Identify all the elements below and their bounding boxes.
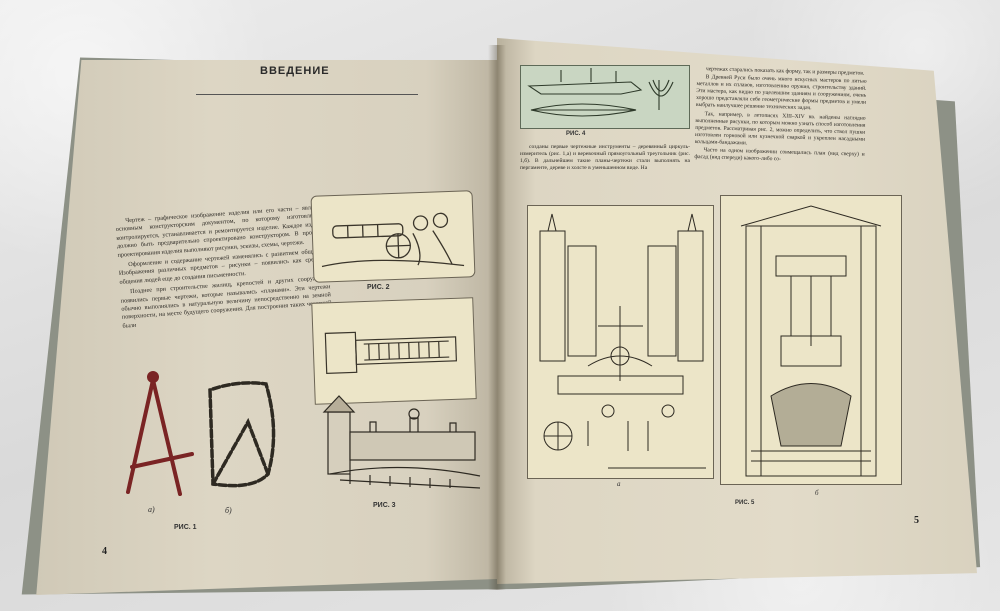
figure-5-label-b: б: [815, 489, 819, 497]
heading-rule: [196, 64, 418, 95]
page-heading: ВВЕДЕНИЕ: [260, 65, 330, 77]
figure-1-label-a: а): [148, 505, 155, 514]
right-column-1: созданы первые чертежные инструменты – д…: [520, 144, 690, 173]
figure-1-caption: РИС. 1: [174, 524, 197, 531]
figure-3-caption: РИС. 3: [373, 502, 396, 509]
figure-1-label-b: б): [225, 506, 232, 515]
figure-2-scroll: [310, 190, 476, 283]
figure-5a-plan-drawing: [527, 205, 714, 479]
left-page-number: 4: [102, 546, 107, 557]
figure-4-caption: РИС. 4: [566, 131, 586, 137]
fortress-plan-drawing: [324, 331, 458, 374]
body-paragraph: Так, например, в летописях XIII–XIV вв. …: [694, 110, 866, 147]
intro-text: Чертеж – графическое изображение изделия…: [115, 203, 335, 367]
figure-4-ship-drawing: [520, 65, 690, 129]
figure-1-illustration: [118, 362, 283, 512]
body-paragraph: В Древней Руси было очень много искусных…: [695, 74, 867, 112]
figure-5-caption: РИС. 5: [735, 500, 755, 506]
figure-3-scroll: [311, 297, 477, 405]
cannon-drawing: [321, 212, 465, 268]
right-column-2: чертежах старались показать как форму, т…: [694, 66, 867, 167]
body-paragraph: созданы первые чертежные инструменты – д…: [520, 144, 690, 172]
right-page-number: 5: [914, 515, 919, 526]
fortress-engraving: [310, 392, 485, 497]
compass-letter-a: [126, 371, 194, 496]
rope-triangle-letter-d: [208, 381, 276, 488]
book-gutter: [488, 45, 506, 590]
figure-5b-elevation-drawing: [720, 195, 902, 485]
figure-5-label-a: а: [617, 480, 621, 488]
figure-2-caption: РИС. 2: [367, 284, 390, 291]
